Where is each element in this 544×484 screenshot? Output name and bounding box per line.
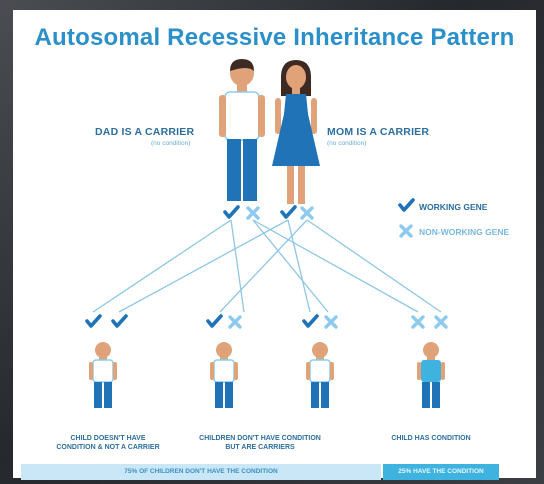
mom-nonworking-gene-icon [300,206,314,220]
nonworking-gene-legend-label: NON-WORKING GENE [419,227,510,237]
working-gene-icon [111,314,128,328]
affected-caption-line1: CHILD HAS CONDITION [391,435,471,442]
nonworking-gene-icon [411,315,425,329]
working-gene-icon [302,314,319,328]
carriers-caption-line2: BUT ARE CARRIERS [225,444,295,451]
dad-sublabel: (no condition) [151,140,191,147]
dad-working-gene-icon [223,205,240,219]
nonworking-gene-icon [434,315,448,329]
nonworking-gene-legend-icon [399,224,413,238]
footer-unaffected-bar: 75% OF CHILDREN DON'T HAVE THE CONDITION [21,464,381,480]
dad-nonworking-gene-icon [246,206,260,220]
line-mom-working-child1 [118,219,289,313]
dad-label: DAD IS A CARRIER [95,126,195,138]
child1-caption-line1: CHILD DOESN'T HAVE [70,435,146,442]
mom-sublabel: (no condition) [327,140,367,147]
mom-working-gene-icon [280,205,297,219]
dad-genes [223,205,260,220]
child2-genes [206,314,242,329]
working-gene-icon [206,314,223,328]
mom-genes [280,205,314,220]
inheritance-lines [92,219,442,313]
line-mom-nonworking-child2 [219,219,308,313]
line-dad-working-child1 [92,219,232,313]
child4-genes [411,315,448,329]
child1-figure [88,341,118,409]
child3-figure [305,341,335,409]
working-gene-icon [85,314,102,328]
working-gene-legend-label: WORKING GENE [419,202,488,212]
affected-caption: CHILD HAS CONDITION [373,434,489,443]
line-dad-working-child2 [230,219,245,313]
line-mom-nonworking-child4 [306,219,442,313]
footer-affected-bar: 25% HAVE THE CONDITION [383,464,499,480]
pedigree-diagram [85,59,448,409]
child2-figure [209,341,239,409]
line-dad-nonworking-child3 [252,219,329,313]
page-title: Autosomal Recessive Inheritance Pattern [34,24,515,51]
child3-genes [302,314,338,329]
working-gene-legend-icon [398,198,415,212]
child4-figure-affected [417,342,445,408]
infographic-card: Autosomal Recessive Inheritance Pattern [13,10,536,480]
carriers-caption-line1: CHILDREN DON'T HAVE CONDITION [199,435,321,442]
mom-figure [272,60,320,204]
child1-caption-line2: CONDITION & NOT A CARRIER [56,444,160,451]
carriers-caption: CHILDREN DON'T HAVE CONDITION BUT ARE CA… [185,434,335,452]
child1-genes [85,314,128,328]
mom-label: MOM IS A CARRIER [327,126,430,138]
nonworking-gene-icon [228,315,242,329]
child1-caption: CHILD DOESN'T HAVE CONDITION & NOT A CAR… [53,434,163,452]
dad-figure [219,59,265,201]
line-dad-nonworking-child4 [252,219,419,313]
nonworking-gene-icon [324,315,338,329]
